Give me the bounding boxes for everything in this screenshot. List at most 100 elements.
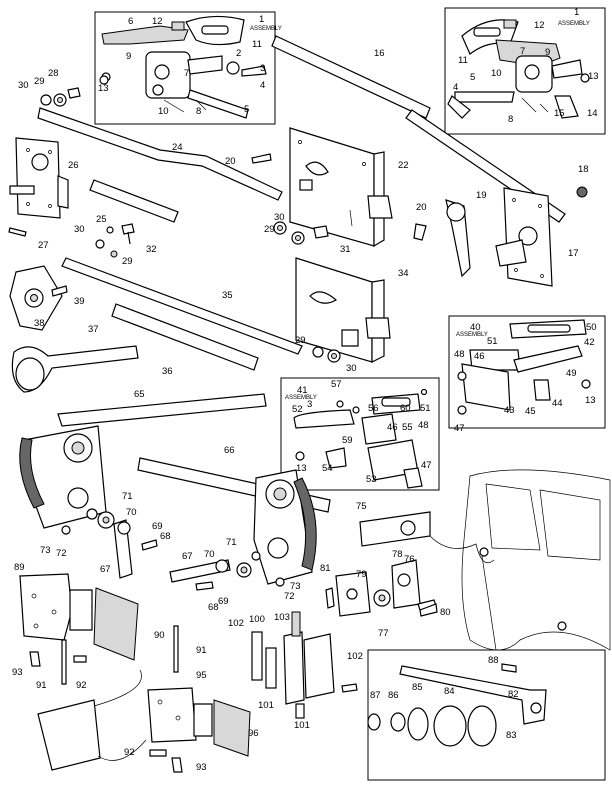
- callout-101: 101: [294, 720, 310, 731]
- callout-70: 70: [126, 507, 137, 518]
- callout-100: 100: [249, 614, 265, 625]
- callout-83: 83: [506, 730, 517, 741]
- callout-13: 13: [585, 395, 596, 406]
- inset-box-striker-parts: [367, 649, 606, 781]
- callout-9: 9: [126, 51, 131, 62]
- hinge-pin-91-right: [173, 625, 179, 673]
- callout-3: 3: [307, 399, 312, 410]
- callout-69: 69: [152, 521, 163, 532]
- screw-32: [121, 223, 135, 245]
- washer-30: [106, 226, 114, 234]
- callout-12: 12: [534, 20, 545, 31]
- remote-control-bracket: [9, 137, 69, 219]
- callout-47: 47: [421, 460, 432, 471]
- callout-2: 2: [236, 48, 241, 59]
- callout-89: 89: [14, 562, 25, 573]
- callout-39: 39: [74, 296, 85, 307]
- callout-46: 46: [387, 422, 398, 433]
- callout-73: 73: [290, 581, 301, 592]
- callout-31: 31: [340, 244, 351, 255]
- callout-67: 67: [100, 564, 111, 575]
- callout-11: 11: [458, 55, 468, 66]
- callout-6: 6: [128, 16, 133, 27]
- callout-29: 29: [122, 256, 133, 267]
- callout-7: 7: [520, 46, 525, 57]
- callout-40: 40: [470, 322, 481, 333]
- callout-68: 68: [160, 531, 171, 542]
- callout-72: 72: [56, 548, 67, 559]
- callout-17: 17: [568, 248, 579, 259]
- callout-32: 32: [146, 244, 157, 255]
- interior-door-handle: [11, 345, 139, 393]
- remote-control-unit: [289, 127, 393, 248]
- callout-48: 48: [454, 349, 465, 360]
- callout-25: 25: [96, 214, 107, 225]
- assembly-caption-40: ASSEMBLY: [456, 332, 488, 338]
- callout-22: 22: [398, 160, 409, 171]
- fastener-set-center: [273, 221, 341, 363]
- rod-sleeve: [89, 179, 179, 223]
- lock-assembly-41-parts: [293, 388, 428, 489]
- callout-45: 45: [525, 406, 536, 417]
- callout-82: 82: [508, 689, 519, 700]
- callout-95: 95: [196, 670, 207, 681]
- door-check-plates: [251, 611, 358, 719]
- callout-13: 13: [588, 71, 599, 82]
- callout-5: 5: [470, 72, 475, 83]
- callout-3: 3: [260, 63, 265, 74]
- callout-92: 92: [76, 680, 87, 691]
- callout-30: 30: [274, 212, 285, 223]
- inset-box-door-handle-assembly-right: [444, 7, 606, 135]
- callout-30: 30: [74, 224, 85, 235]
- callout-24: 24: [172, 142, 183, 153]
- remote-bracket-17: [495, 187, 553, 287]
- callout-49: 49: [566, 368, 577, 379]
- striker-inset-parts: [367, 663, 547, 747]
- callout-52: 52: [292, 404, 303, 415]
- callout-7: 7: [184, 68, 189, 79]
- callout-87: 87: [370, 690, 381, 701]
- callout-14: 14: [587, 108, 598, 119]
- callout-80: 80: [440, 607, 451, 618]
- callout-29: 29: [264, 224, 275, 235]
- callout-47: 47: [454, 423, 465, 434]
- callout-96: 96: [248, 728, 259, 739]
- callout-103: 103: [274, 612, 290, 623]
- callout-53: 53: [366, 474, 377, 485]
- outer-handle-assembly-right: [447, 19, 590, 119]
- callout-56: 56: [368, 403, 379, 414]
- callout-86: 86: [388, 690, 399, 701]
- callout-44: 44: [552, 398, 563, 409]
- screw-20-upper: [251, 153, 272, 164]
- callout-10: 10: [491, 68, 502, 79]
- lock-unit: [295, 257, 391, 363]
- window-winder-handles: [61, 508, 285, 591]
- callout-55: 55: [402, 422, 413, 433]
- callout-68: 68: [208, 602, 219, 613]
- outer-handle-assembly-left: [101, 15, 267, 119]
- screw-92-upper: [73, 655, 87, 663]
- callout-29: 29: [34, 76, 45, 87]
- callout-30: 30: [346, 363, 357, 374]
- window-regulator-rear: [137, 457, 331, 585]
- callout-90: 90: [154, 630, 165, 641]
- inset-box-door-handle-assembly-left: [94, 11, 276, 125]
- callout-labels: ASSEMBLY ASSEMBLY ASSEMBLY ASSEMBLY 1 1 …: [12, 7, 599, 773]
- callout-101: 101: [258, 700, 274, 711]
- callout-34: 34: [398, 268, 409, 279]
- callout-85: 85: [412, 682, 423, 693]
- callout-57: 57: [331, 379, 342, 390]
- operating-rod-lower: [61, 257, 303, 355]
- callout-102: 102: [347, 651, 363, 662]
- callout-20: 20: [225, 156, 236, 167]
- callout-30: 30: [18, 80, 29, 91]
- inset-box-lock-assembly-41: [280, 377, 440, 491]
- callout-88: 88: [488, 655, 499, 666]
- callout-73: 73: [40, 545, 51, 556]
- callout-78: 78: [392, 549, 403, 560]
- callout-38: 38: [34, 318, 45, 329]
- callout-4: 4: [260, 80, 265, 91]
- callout-93: 93: [196, 762, 207, 773]
- callout-42: 42: [584, 337, 595, 348]
